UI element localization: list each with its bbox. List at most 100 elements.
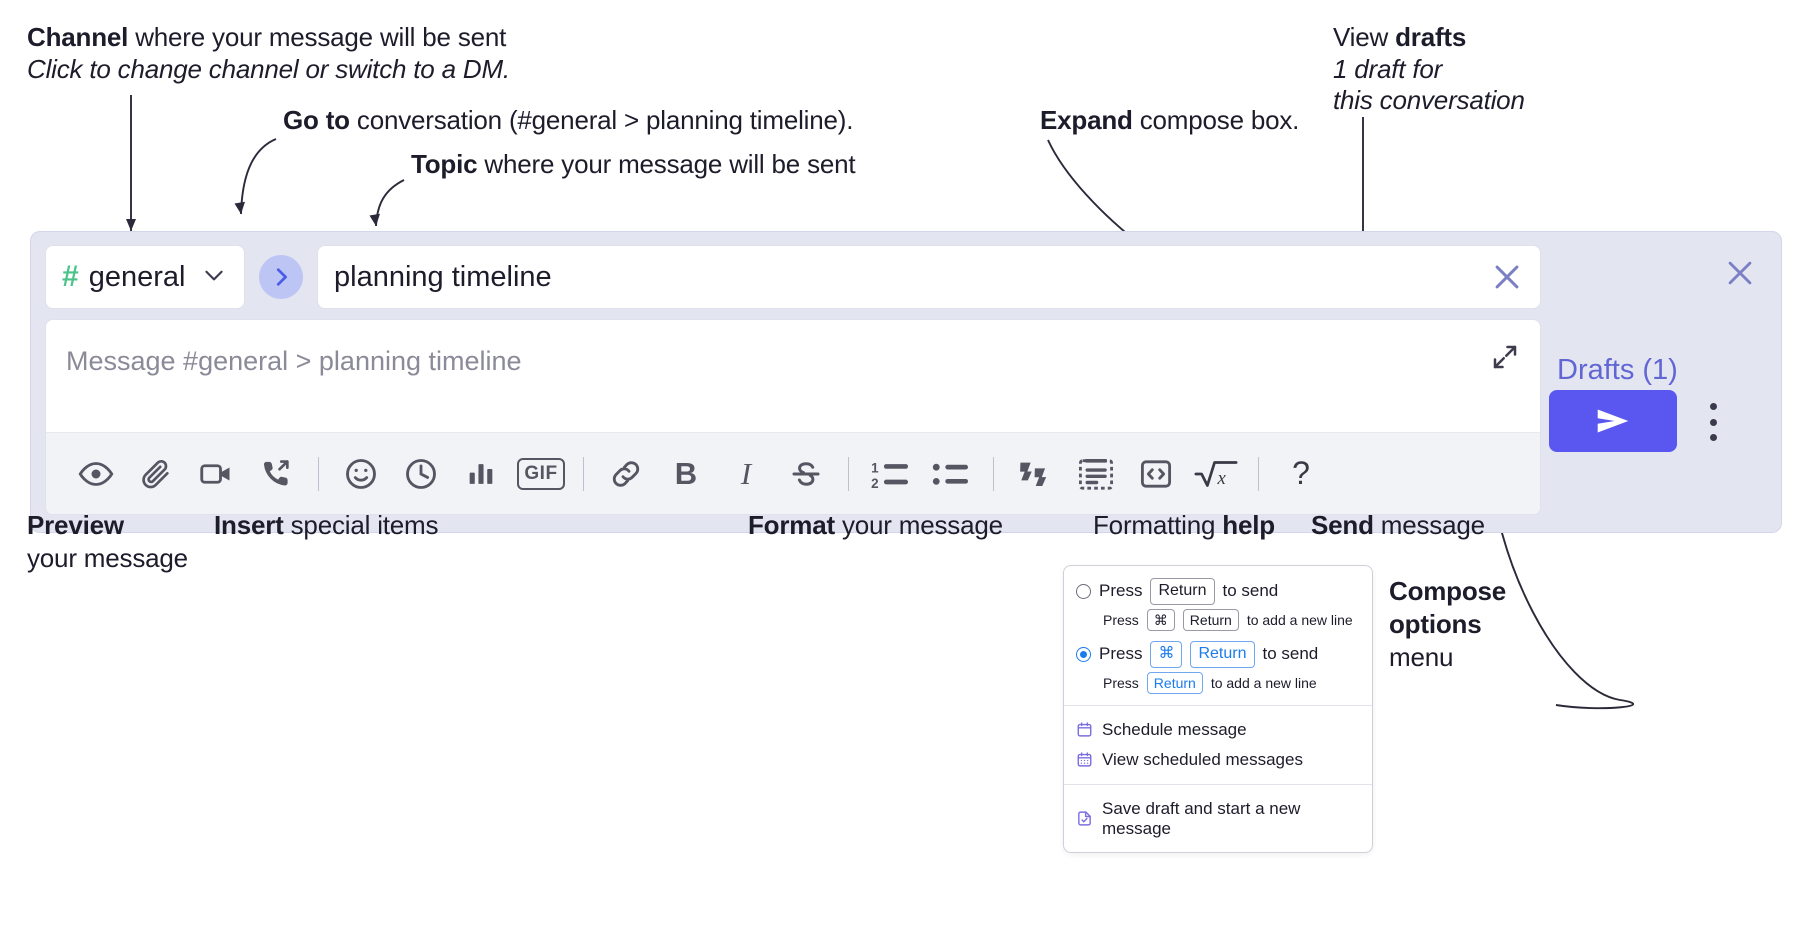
menu-item-view-scheduled[interactable]: View scheduled messages xyxy=(1064,745,1372,775)
expand-icon[interactable] xyxy=(1490,342,1520,372)
annotation-co-bold2: options xyxy=(1389,609,1482,639)
svg-text:1: 1 xyxy=(871,460,879,475)
annotation-format-rest: your message xyxy=(834,510,1003,540)
annotation-expand-bold: Expand xyxy=(1040,105,1133,135)
annotation-topic-rest: where your message will be sent xyxy=(477,149,856,179)
send-option-row[interactable]: Press Return to send xyxy=(1064,576,1372,607)
annotation-drafts-normal: View xyxy=(1333,22,1396,52)
menu-item-save-draft[interactable]: Save draft and start a new message xyxy=(1064,794,1372,844)
gif-icon[interactable]: GIF xyxy=(511,444,571,504)
compose-options-dropdown: Press Return to send Press ⌘ Return to a… xyxy=(1063,565,1373,853)
annotation-format-bold: Format xyxy=(748,510,835,540)
menu-item-label: Schedule message xyxy=(1102,719,1247,739)
message-placeholder: Message #general > planning timeline xyxy=(66,346,522,376)
code-icon[interactable] xyxy=(1126,444,1186,504)
send-button[interactable] xyxy=(1549,390,1677,452)
annotation-channel-bold: Channel xyxy=(27,22,129,52)
close-icon[interactable] xyxy=(1723,256,1757,290)
channel-name-label: general xyxy=(88,260,186,293)
annotation-goto-rest: conversation (#general > planning timeli… xyxy=(349,105,854,135)
kebab-dot xyxy=(1709,418,1717,426)
separator xyxy=(318,456,319,491)
annotation-help-bold: help xyxy=(1222,510,1275,540)
annotation-help-normal: Formatting xyxy=(1093,510,1223,540)
annotation-topic: Topic where your message will be sent xyxy=(411,149,856,181)
bulleted-list-icon[interactable] xyxy=(921,444,981,504)
topic-value: planning timeline xyxy=(334,260,552,293)
annotation-preview-sub: your message xyxy=(27,543,188,573)
chevron-down-icon xyxy=(201,262,227,293)
annotation-insert: Insert special items xyxy=(214,510,439,542)
attachment-icon[interactable] xyxy=(126,444,186,504)
kebab-dot xyxy=(1709,434,1717,441)
annotation-topic-bold: Topic xyxy=(411,149,478,179)
calendar-grid-icon xyxy=(1076,751,1093,768)
code-block-icon[interactable] xyxy=(1066,444,1126,504)
annotation-insert-rest: special items xyxy=(283,510,439,540)
annotation-format: Format your message xyxy=(748,510,1003,542)
annotation-send-rest: message xyxy=(1373,510,1485,540)
link-icon[interactable] xyxy=(596,444,656,504)
sub-suffix: to add a new line xyxy=(1246,611,1353,628)
separator xyxy=(848,456,849,491)
topic-input[interactable]: planning timeline xyxy=(317,245,1541,309)
menu-item-schedule-message[interactable]: Schedule message xyxy=(1064,715,1372,745)
send-option-subrow: Press Return to add a new line xyxy=(1064,670,1372,696)
annotation-expand: Expand compose box. xyxy=(1040,105,1299,137)
annotation-co-bold1: Compose xyxy=(1389,576,1507,606)
option-suffix: to send xyxy=(1222,581,1279,601)
go-to-conversation-button[interactable] xyxy=(259,255,303,299)
channel-selector-button[interactable]: # general xyxy=(45,245,245,309)
kebab-dot xyxy=(1709,403,1717,410)
math-icon[interactable]: x xyxy=(1186,444,1246,504)
menu-divider xyxy=(1064,783,1372,785)
italic-icon[interactable]: I xyxy=(740,455,752,491)
svg-text:x: x xyxy=(1216,468,1226,489)
help-icon[interactable]: ? xyxy=(1292,455,1310,491)
drafts-link[interactable]: Drafts (1) xyxy=(1557,354,1678,386)
annotation-channel-sub: Click to change channel or switch to a D… xyxy=(27,54,510,84)
annotation-expand-rest: compose box. xyxy=(1132,105,1300,135)
key-cmd: ⌘ xyxy=(1150,640,1183,668)
annotation-channel: Channel where your message will be sent xyxy=(27,22,506,54)
message-input-area[interactable]: Message #general > planning timeline xyxy=(45,319,1541,515)
sub-prefix: Press xyxy=(1103,674,1139,691)
blockquote-icon[interactable] xyxy=(1006,444,1066,504)
separator xyxy=(1258,456,1259,491)
annotation-goto-bold: Go to xyxy=(283,105,350,135)
strikethrough-icon[interactable] xyxy=(776,444,836,504)
option-suffix: to send xyxy=(1262,644,1319,664)
annotation-drafts-bold: drafts xyxy=(1395,22,1467,52)
preview-icon[interactable] xyxy=(66,444,126,504)
menu-item-label: View scheduled messages xyxy=(1102,749,1303,769)
radio-selected[interactable] xyxy=(1076,646,1091,662)
annotation-compose-options-3: menu xyxy=(1389,642,1454,672)
send-option-row[interactable]: Press ⌘ Return to send xyxy=(1064,639,1372,670)
close-icon[interactable] xyxy=(1490,260,1524,294)
poll-icon[interactable] xyxy=(451,444,511,504)
bold-icon[interactable]: B xyxy=(674,455,698,491)
option-prefix: Press xyxy=(1099,644,1143,664)
separator xyxy=(583,456,584,491)
hash-icon: # xyxy=(62,260,79,293)
compose-options-menu-button[interactable] xyxy=(1701,400,1725,444)
annotation-send-bold: Send xyxy=(1311,510,1374,540)
video-icon[interactable] xyxy=(186,444,246,504)
emoji-icon[interactable] xyxy=(331,444,391,504)
clock-icon[interactable] xyxy=(391,444,451,504)
annotation-drafts: View drafts xyxy=(1333,22,1466,54)
audio-call-icon[interactable] xyxy=(246,444,306,504)
annotation-goto: Go to conversation (#general > planning … xyxy=(283,105,853,137)
key-return: Return xyxy=(1182,608,1239,631)
gif-label: GIF xyxy=(517,457,565,490)
option-prefix: Press xyxy=(1099,581,1143,601)
save-draft-icon xyxy=(1076,810,1093,827)
compose-right-rail: Drafts (1) xyxy=(1519,232,1781,534)
calendar-icon xyxy=(1076,721,1093,738)
annotation-preview: Preview xyxy=(27,510,124,542)
radio-unselected[interactable] xyxy=(1076,583,1091,599)
compose-header-row: # general planning timeline xyxy=(45,245,1541,309)
menu-divider xyxy=(1064,704,1372,706)
